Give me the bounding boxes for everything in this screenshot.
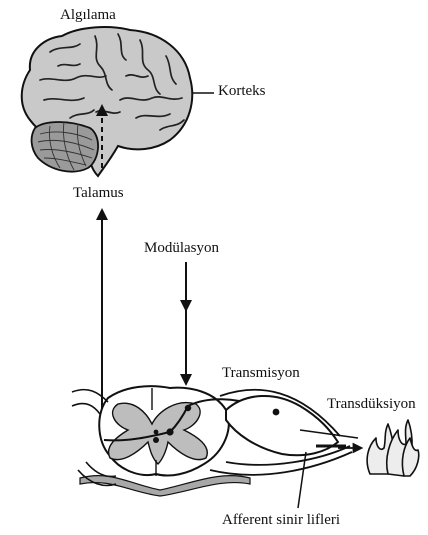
brain-illustration xyxy=(22,27,192,176)
label-transmission: Transmisyon xyxy=(222,366,300,381)
spinal-cord-section xyxy=(72,386,250,496)
ganglion-cell-body xyxy=(273,409,280,416)
label-modulation: Modülasyon xyxy=(144,241,219,256)
flame-icon xyxy=(367,420,419,476)
synapse-node-dorsal xyxy=(185,405,191,411)
label-perception: Algılama xyxy=(60,8,116,23)
left-meninges-lower xyxy=(72,404,100,414)
label-afferent-fibers: Afferent sinir lifleri xyxy=(222,513,340,528)
label-cortex: Korteks xyxy=(218,84,266,99)
synapse-node-left xyxy=(153,437,159,443)
label-transduction: Transdüksiyon xyxy=(327,397,416,412)
label-thalamus: Talamus xyxy=(73,186,124,201)
central-canal xyxy=(154,430,159,435)
synapse-node-central xyxy=(166,428,173,435)
